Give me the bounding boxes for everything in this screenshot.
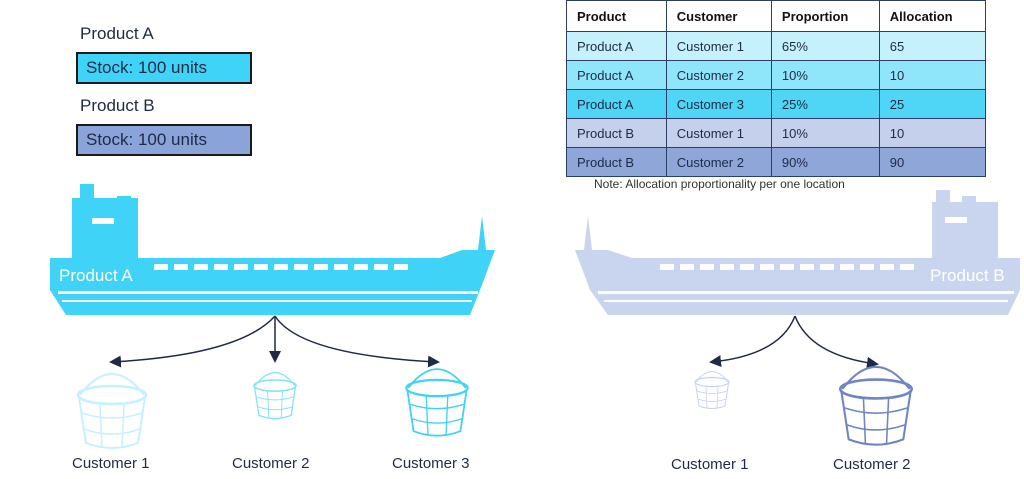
table-cell: 25% (770, 89, 880, 119)
table-row: Product A Customer 3 25% 25 (566, 89, 987, 119)
ship-a-bridge (72, 198, 138, 260)
table-cell: Product B (566, 147, 667, 177)
ship-b (575, 190, 1020, 315)
ship-b-mast (584, 216, 592, 250)
table-cell: Product A (566, 31, 667, 61)
ship-b-label: Product B (930, 266, 1005, 285)
table-cell: Customer 1 (665, 118, 772, 148)
table-cell: 65% (770, 31, 880, 61)
header-proportion: Proportion (770, 0, 880, 32)
table-cell: Product A (566, 89, 667, 119)
basket-b-customer-2 (838, 365, 914, 446)
customer-label-b-1: Customer 1 (671, 456, 749, 473)
ship-a-window (92, 218, 114, 224)
ship-a-arrows (109, 315, 440, 368)
ship-a-funnel (80, 184, 94, 200)
table-cell: 10 (878, 60, 987, 90)
ship-a-stripe (62, 300, 472, 302)
table-cell: 65 (878, 31, 987, 61)
ship-a-label: Product A (59, 266, 133, 285)
customer-label-a-3: Customer 3 (392, 455, 470, 472)
header-allocation: Allocation (878, 0, 987, 32)
ship-a-stripe (58, 291, 478, 294)
table-cell: Customer 2 (665, 147, 772, 177)
table-row: Product B Customer 2 90% 90 (566, 147, 987, 177)
header-product: Product (566, 0, 667, 32)
basket-a-customer-3 (405, 367, 469, 437)
ship-b-funnel (936, 190, 950, 202)
table-cell: 90% (770, 147, 880, 177)
ship-b-funnel (962, 196, 976, 204)
ship-a-mast (478, 216, 486, 250)
table-cell: Customer 2 (665, 60, 772, 90)
ship-b-arrows (709, 315, 879, 369)
customer-label-b-2: Customer 2 (833, 456, 911, 473)
product-b-stock-box: Stock: 100 units (76, 124, 252, 156)
table-row: Product A Customer 1 65% 65 (566, 31, 987, 61)
product-b-title: Product B (80, 96, 155, 115)
table-cell: 10% (770, 118, 880, 148)
ship-b-stripe (598, 291, 1014, 294)
table-cell: 10% (770, 60, 880, 90)
table-cell: 25 (878, 89, 987, 119)
table-cell: Customer 3 (665, 89, 772, 119)
ship-a (50, 184, 495, 315)
header-customer: Customer (665, 0, 772, 32)
table-row: Product A Customer 2 10% 10 (566, 60, 987, 90)
table-header-row: Product Customer Proportion Allocation (566, 0, 987, 32)
product-a-title: Product A (80, 24, 154, 43)
basket-a-customer-2 (253, 371, 297, 420)
product-a-stock-box: Stock: 100 units (76, 52, 252, 84)
ship-b-bridge (932, 202, 998, 260)
table-row: Product B Customer 1 10% 10 (566, 118, 987, 148)
basket-a-customer-1 (76, 372, 148, 450)
ship-a-portholes (154, 264, 408, 270)
customer-label-a-2: Customer 2 (232, 455, 310, 472)
allocation-table: Product Customer Proportion Allocation P… (566, 0, 987, 177)
table-cell: 90 (878, 147, 987, 177)
ship-b-stripe (604, 300, 1008, 302)
customer-label-a-1: Customer 1 (72, 455, 150, 472)
ship-b-window (945, 217, 967, 223)
ship-b-portholes (660, 264, 914, 270)
basket-b-customer-1 (694, 370, 730, 410)
table-cell: Product A (566, 60, 667, 90)
table-note: Note: Allocation proportionality per one… (594, 177, 845, 191)
